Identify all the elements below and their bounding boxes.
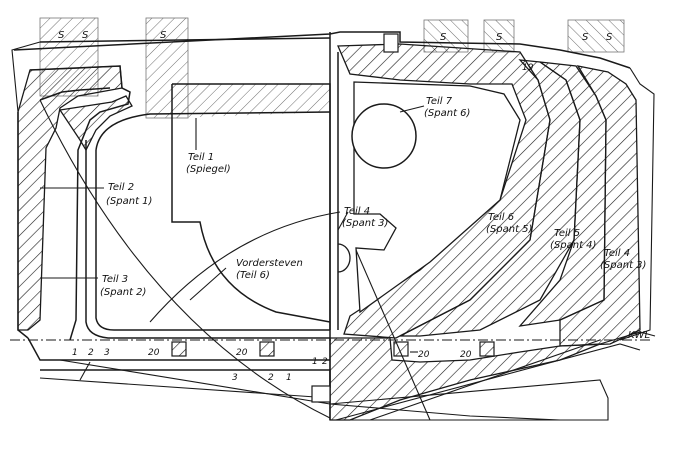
label-teil2: Teil 2 <box>108 182 134 193</box>
label-teil4-inner: Teil 4 <box>344 206 370 217</box>
spacer-blocks <box>171 33 495 403</box>
label-teil5-sub: (Spant 4) <box>550 240 596 251</box>
spacer-block-2 <box>259 341 275 357</box>
frame-teil3-hatch <box>58 95 133 152</box>
label-num-3-left: 3 <box>104 348 110 358</box>
label-num-2-keel: 2 <box>322 357 328 367</box>
label-vordersteven-sub: (Teil 6) <box>236 270 270 281</box>
strip-s-2: S <box>82 30 89 41</box>
label-teil3-sub: (Spant 2) <box>100 287 146 298</box>
top-strips <box>39 17 625 119</box>
bow-frames <box>337 43 641 347</box>
label-teil2-sub: (Spant 1) <box>106 196 152 207</box>
label-20-d: 20 <box>460 350 472 360</box>
label-num-2-low: 2 <box>268 373 274 383</box>
label-teil4-outer: Teil 4 <box>604 248 630 259</box>
half-cutout <box>337 243 351 273</box>
top-notch <box>383 33 399 53</box>
label-teil5: Teil 5 <box>554 228 580 239</box>
spacer-block-4 <box>479 341 495 357</box>
strip-right-2 <box>483 19 515 53</box>
strip-s-7: S <box>606 32 613 43</box>
label-19: 19 <box>522 63 534 73</box>
outline-group <box>13 31 631 420</box>
label-num-1-keel: 1 <box>312 357 318 367</box>
label-num-1-low: 1 <box>286 373 292 383</box>
label-teil3: Teil 3 <box>102 274 128 285</box>
label-teil4-outer-sub: (Spant 3) <box>600 260 646 271</box>
label-num-3-low: 3 <box>232 373 238 383</box>
labels: S S S S S S S Teil 1 (Spiegel) Teil 2 (S… <box>58 30 650 383</box>
round-cutout <box>351 103 417 169</box>
label-teil1-sub: (Spiegel) <box>186 164 231 175</box>
transom-band <box>172 84 330 118</box>
left-frames <box>17 65 133 331</box>
keel-block <box>311 385 331 403</box>
label-teil6: Teil 6 <box>488 212 514 223</box>
label-num-1-left: 1 <box>72 348 78 358</box>
label-teil4-inner-sub: (Spant 3) <box>342 218 388 229</box>
label-20-b: 20 <box>236 348 248 358</box>
label-20-c: 20 <box>418 350 430 360</box>
label-teil6-sub: (Spant 5) <box>486 224 532 235</box>
strip-s-6: S <box>582 32 589 43</box>
label-20-a: 20 <box>148 348 160 358</box>
frame-stem-hatch <box>337 43 551 339</box>
leader-lines <box>40 105 425 381</box>
label-teil7-sub: (Spant 6) <box>424 108 470 119</box>
spacer-block-3 <box>393 341 409 357</box>
frame-teil2-hatch <box>17 65 123 331</box>
label-vordersteven: Vordersteven <box>236 258 303 269</box>
strip-s-3: S <box>160 30 167 41</box>
strip-s-1: S <box>58 30 65 41</box>
strip-right-3 <box>567 19 625 53</box>
lower-lines <box>10 41 656 421</box>
strip-s-4: S <box>440 32 447 43</box>
label-num-2-left: 2 <box>88 348 94 358</box>
keel-hatch <box>329 337 601 421</box>
label-teil7: Teil 7 <box>426 96 453 107</box>
spacer-block-1 <box>171 341 187 357</box>
label-kwl: KWL <box>628 330 650 341</box>
strip-s-5: S <box>496 32 503 43</box>
label-teil1: Teil 1 <box>188 152 214 163</box>
keel-region <box>329 337 601 421</box>
